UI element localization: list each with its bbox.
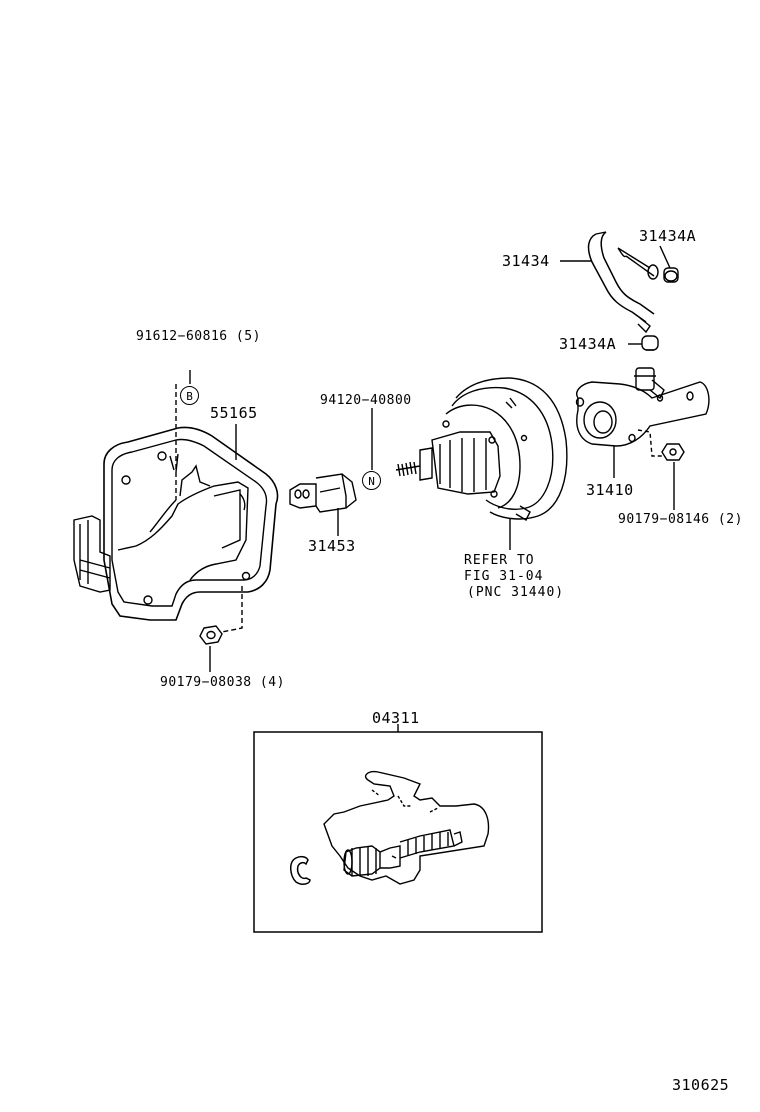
label-31410: 31410 xyxy=(586,481,634,499)
clip-31434a-mid xyxy=(641,335,659,351)
label-31434a-top: 31434A xyxy=(639,227,697,245)
figure-number: 310625 xyxy=(672,1076,730,1094)
refer-line-3: (PNC 31440) xyxy=(467,585,565,600)
refer-line-2: FIG 31-04 xyxy=(464,569,544,584)
clip-31434a-top xyxy=(663,267,679,283)
label-91612-60816: 91612−60816 (5) xyxy=(136,329,261,344)
label-31434a-mid: 31434A xyxy=(559,335,617,353)
label-31434: 31434 xyxy=(502,252,550,270)
kit-04311-parts xyxy=(290,770,490,885)
kit-04311-frame xyxy=(253,731,543,933)
refer-line-1: REFER TO xyxy=(464,553,535,568)
label-90179-08038: 90179−08038 (4) xyxy=(160,675,285,690)
label-31453: 31453 xyxy=(308,537,356,555)
nut-90179-08146 xyxy=(661,443,685,461)
brake-booster xyxy=(395,377,568,521)
label-04311: 04311 xyxy=(372,709,420,727)
callout-b: B xyxy=(180,386,199,405)
label-55165: 55165 xyxy=(210,404,258,422)
master-cylinder-31410 xyxy=(575,367,710,447)
label-94120-40800: 94120−40800 xyxy=(320,393,412,408)
bracket-55165 xyxy=(73,426,279,621)
switch-31453 xyxy=(289,473,357,513)
hose-31434 xyxy=(587,231,659,334)
nut-90179-08038 xyxy=(199,625,223,645)
label-90179-08146: 90179−08146 (2) xyxy=(618,512,743,527)
callout-n: N xyxy=(362,471,381,490)
